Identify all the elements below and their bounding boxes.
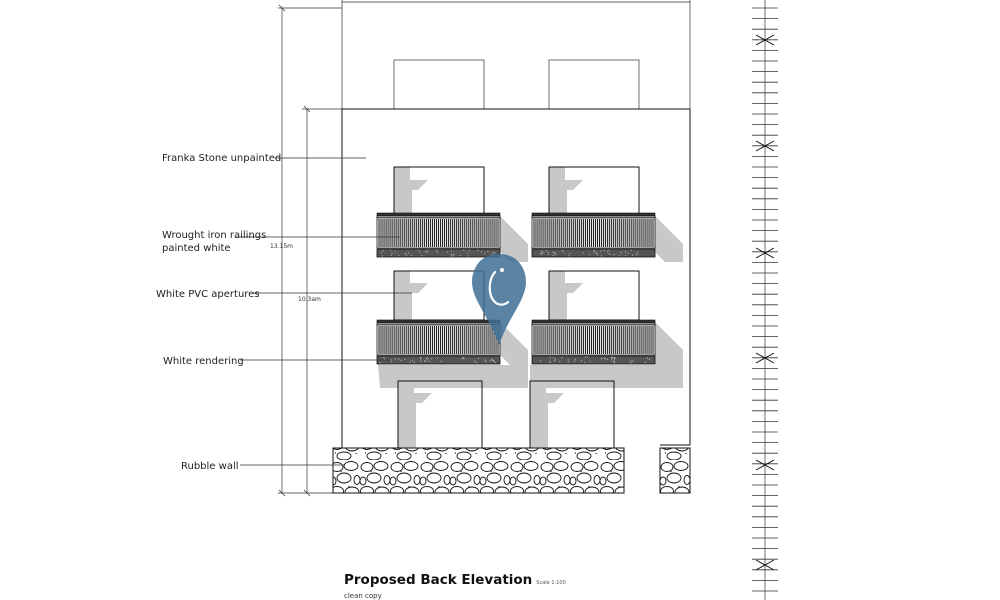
section-scale-strip — [752, 0, 778, 600]
leader-lines — [236, 158, 412, 465]
label-white-rendering: White rendering — [163, 356, 244, 367]
drawing-title: Proposed Back ElevationScale 1:100 — [344, 572, 566, 588]
balcony — [377, 320, 500, 364]
label-wrought-iron-1: Wrought iron railings — [162, 230, 266, 241]
dimension-lines — [278, 5, 342, 496]
drawing-scale: Scale 1:100 — [536, 580, 565, 586]
rubble-wall — [333, 445, 690, 493]
balcony — [377, 213, 500, 257]
inner-height-dimension: 10.3am — [298, 296, 321, 303]
drawing-subtitle: clean copy — [344, 592, 382, 600]
upper-storey — [342, 0, 690, 109]
outer-height-dimension: 13.15m — [270, 243, 293, 250]
balcony — [532, 213, 655, 257]
drawing-title-text: Proposed Back Elevation — [344, 572, 532, 588]
balcony — [532, 320, 655, 364]
label-pvc-apertures: White PVC apertures — [156, 289, 260, 300]
label-wrought-iron-2: painted white — [162, 243, 231, 254]
label-rubble-wall: Rubble wall — [181, 461, 239, 472]
label-franka-stone: Franka Stone unpainted — [162, 153, 281, 164]
